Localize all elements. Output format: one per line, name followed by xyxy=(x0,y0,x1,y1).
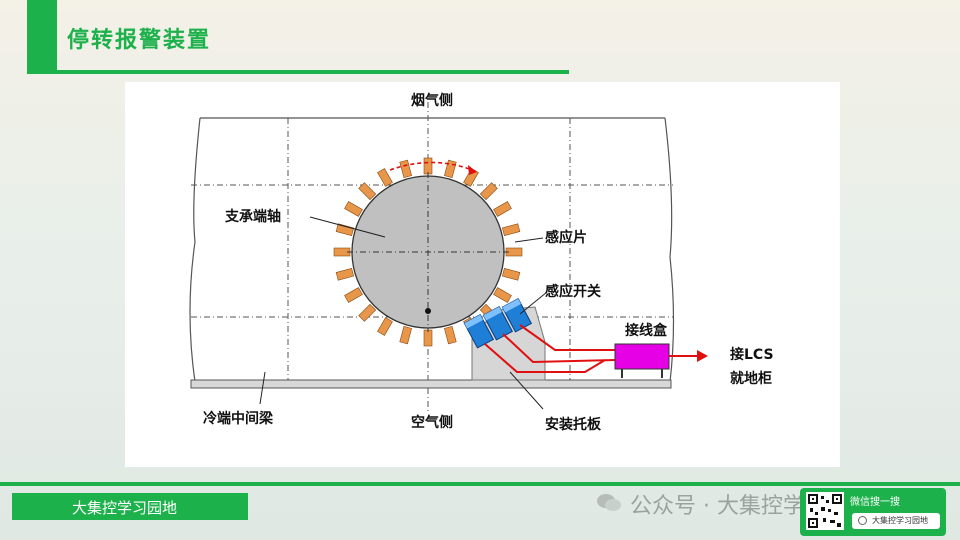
sensing-plate xyxy=(444,326,456,344)
label-to-lcs-line2: 就地柜 xyxy=(730,370,772,387)
sensing-plate xyxy=(400,326,412,344)
sensing-plate xyxy=(494,288,512,303)
qr-code-icon xyxy=(806,492,844,530)
footer-brand-box: 大集控学习园地 xyxy=(12,493,248,520)
bottom-divider xyxy=(0,482,960,486)
sensing-plate xyxy=(359,304,376,321)
sensing-plate xyxy=(424,158,432,174)
label-mounting-bracket: 安装托板 xyxy=(545,416,602,433)
output-arrow-head xyxy=(697,350,708,362)
label-sensing-plate: 感应片 xyxy=(545,229,587,246)
sensing-plate xyxy=(345,288,363,303)
footer-brand-text: 大集控学习园地 xyxy=(72,497,177,518)
label-flue-side: 烟气侧 xyxy=(411,92,453,109)
diagram-panel: 烟气侧 空气侧 支承端轴 感应片 感应开关 接线盒 接LCS 就地柜 冷端中间梁… xyxy=(125,82,840,467)
stop-alarm-diagram: 烟气侧 空气侧 支承端轴 感应片 感应开关 接线盒 接LCS 就地柜 冷端中间梁… xyxy=(125,82,840,467)
page-title: 停转报警装置 xyxy=(67,22,211,54)
sensing-plate xyxy=(494,202,512,217)
label-air-side: 空气侧 xyxy=(411,414,453,431)
sensing-plate xyxy=(502,224,520,236)
label-to-lcs-line1: 接LCS xyxy=(730,346,774,363)
sensing-plate xyxy=(400,160,412,178)
search-icon xyxy=(858,516,867,525)
qr-widget[interactable]: 微信搜一搜 大集控学习园地 xyxy=(800,488,946,536)
sensing-plate xyxy=(424,330,432,346)
label-bearing-shaft: 支承端轴 xyxy=(224,208,281,225)
title-bar: 停转报警装置 xyxy=(27,0,569,74)
label-junction-box: 接线盒 xyxy=(625,322,668,339)
title-accent xyxy=(27,0,57,74)
junction-box xyxy=(615,344,669,369)
qr-search-box[interactable]: 大集控学习园地 xyxy=(852,513,940,529)
qr-search-text: 大集控学习园地 xyxy=(872,515,928,526)
sensing-plate xyxy=(345,202,363,217)
title-underline xyxy=(57,70,569,74)
sensing-plate xyxy=(378,318,393,336)
shaft-bottom-dot xyxy=(425,308,431,314)
label-sensing-switch: 感应开关 xyxy=(545,283,601,300)
label-cold-end-beam: 冷端中间梁 xyxy=(203,410,274,427)
sensing-plate xyxy=(378,169,393,187)
sensing-plate xyxy=(502,268,520,280)
qr-search-top: 微信搜一搜 xyxy=(850,493,900,508)
sensing-plate xyxy=(336,224,354,236)
sensing-plate xyxy=(336,268,354,280)
